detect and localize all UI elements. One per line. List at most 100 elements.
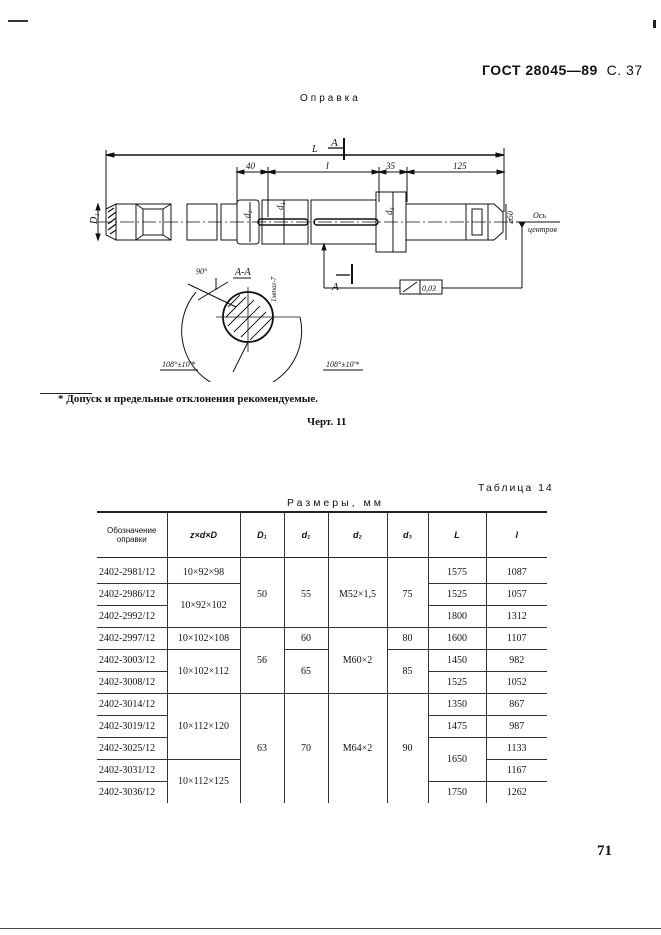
svg-text:A-A: A-A bbox=[234, 267, 251, 278]
table-label: Таблица 14 bbox=[478, 482, 554, 494]
L-cell: 1525 bbox=[427, 671, 486, 694]
table-subtitle: Размеры, мм bbox=[287, 497, 384, 509]
table-row: 2402-2986/12 10×92×102 1525 1057 bbox=[97, 583, 547, 628]
svg-text:125: 125 bbox=[453, 161, 467, 171]
l-cell: 867 bbox=[485, 693, 547, 716]
l-cell: 1167 bbox=[485, 759, 547, 782]
L-cell: 1800 bbox=[427, 605, 486, 628]
l-cell: 1052 bbox=[485, 671, 547, 694]
L-cell: 1525 bbox=[427, 583, 486, 606]
zdD-cell: 10×92×102 bbox=[166, 583, 240, 628]
L-cell: 1575 bbox=[427, 557, 486, 584]
figure-title: Оправка bbox=[300, 93, 361, 104]
page-number: 71 bbox=[597, 843, 612, 859]
svg-text:40: 40 bbox=[246, 161, 256, 171]
d2-cell: M60×2 bbox=[327, 627, 387, 694]
svg-text:l: l bbox=[326, 161, 329, 172]
d1-cell: 60 bbox=[283, 627, 328, 650]
l-cell: 982 bbox=[485, 649, 547, 672]
table-header-row: Обозначение оправки z×d×D D₁ d₁ d₂ d₃ L … bbox=[97, 511, 547, 558]
designation-cell: 2402-2992/12 bbox=[97, 605, 167, 628]
svg-text:⌀50: ⌀50 bbox=[506, 211, 515, 224]
col-zdD: z×d×D bbox=[166, 511, 240, 558]
D1-cell: 50 bbox=[239, 557, 284, 628]
designation-cell: 2402-2997/12 bbox=[97, 627, 167, 650]
svg-text:0,03: 0,03 bbox=[422, 284, 436, 293]
l-cell: 1262 bbox=[485, 781, 547, 803]
svg-text:108°±10'*: 108°±10'* bbox=[326, 360, 359, 369]
table-row: 2402-2997/12 10×102×108 56 60 M60×2 80 1… bbox=[97, 627, 547, 694]
d2-cell: M64×2 bbox=[327, 693, 387, 803]
l-cell: 1312 bbox=[485, 605, 547, 628]
d3-cell: 90 bbox=[386, 693, 428, 803]
d3-cell: 85 bbox=[386, 649, 428, 694]
page-bottom-rule bbox=[0, 928, 661, 929]
col-d2: d₂ bbox=[327, 511, 387, 558]
col-L: L bbox=[427, 511, 486, 558]
dimensions-table: Обозначение оправки z×d×D D₁ d₁ d₂ d₃ L … bbox=[97, 511, 547, 803]
svg-text:D₁: D₁ bbox=[89, 213, 100, 225]
table-row: 2402-3014/12 10×112×120 63 70 M64×2 90 1… bbox=[97, 693, 547, 803]
designation-cell: 2402-3025/12 bbox=[97, 737, 167, 760]
svg-text:90°: 90° bbox=[196, 267, 208, 276]
l-cell: 1133 bbox=[485, 737, 547, 760]
svg-text:d₂: d₂ bbox=[242, 210, 252, 218]
D1-cell: 56 bbox=[239, 627, 284, 694]
L-cell: 1750 bbox=[427, 781, 486, 803]
standard-number: ГОСТ 28045—89 bbox=[482, 62, 598, 78]
l-cell: 1087 bbox=[485, 557, 547, 584]
zdD-cell: 10×102×108 bbox=[166, 627, 240, 650]
designation-cell: 2402-3008/12 bbox=[97, 671, 167, 694]
svg-text:d₁: d₁ bbox=[275, 202, 285, 210]
l-cell: 1057 bbox=[485, 583, 547, 606]
designation-cell: 2402-3019/12 bbox=[97, 715, 167, 738]
l-cell: 1107 bbox=[485, 627, 547, 650]
d3-cell: 75 bbox=[386, 557, 428, 628]
scan-mark bbox=[653, 20, 656, 28]
table-row: 2402-2992/12 1800 1312 bbox=[97, 605, 547, 628]
table-row: 2402-3003/12 10×102×112 65 85 1450 982 bbox=[97, 649, 547, 694]
l-cell: 987 bbox=[485, 715, 547, 738]
table-row: 2402-2981/12 10×92×98 50 55 M52×1,5 75 1… bbox=[97, 557, 547, 628]
col-designation: Обозначение оправки bbox=[97, 511, 167, 558]
svg-text:d₃: d₃ bbox=[384, 207, 394, 215]
mandrel-drawing: A L 40 l 35 125 D₁ d₂ d₁ d₃ ⌀50 О bbox=[89, 137, 560, 382]
svg-text:L: L bbox=[311, 144, 318, 155]
svg-text:1мтаг-7: 1мтаг-7 bbox=[270, 276, 278, 302]
zdD-cell: 10×102×112 bbox=[166, 649, 240, 694]
svg-text:Ось: Ось bbox=[533, 211, 546, 220]
col-d3: d₃ bbox=[386, 511, 428, 558]
table-row: 2402-3008/12 1525 1052 bbox=[97, 671, 547, 694]
table-row: 2402-3036/12 1750 1262 bbox=[97, 781, 547, 803]
col-l: l bbox=[485, 511, 547, 558]
table-row: 2402-3025/12 1650 1133 bbox=[97, 737, 547, 782]
table-row: 2402-3019/12 1475 987 bbox=[97, 715, 547, 738]
zdD-cell: 10×112×120 bbox=[166, 693, 240, 760]
designation-cell: 2402-3031/12 bbox=[97, 759, 167, 782]
designation-cell: 2402-3036/12 bbox=[99, 787, 156, 798]
footnote: * Допуск и предельные отклонения рекомен… bbox=[58, 393, 318, 405]
scan-mark bbox=[8, 20, 28, 22]
L-cell: 1450 bbox=[427, 649, 486, 672]
section-marker-top: A bbox=[330, 137, 338, 149]
designation-cell: 2402-2986/12 bbox=[97, 583, 167, 606]
zdD-cell: 10×112×125 bbox=[166, 759, 240, 803]
d3-cell: 80 bbox=[386, 627, 428, 650]
figure-caption: Черт. 11 bbox=[307, 416, 347, 428]
page-reference: С. 37 bbox=[606, 62, 643, 78]
designation-cell: 2402-2981/12 bbox=[97, 557, 167, 584]
L-cell: 1650 bbox=[427, 737, 486, 782]
svg-text:108°±10'*: 108°±10'* bbox=[162, 360, 195, 369]
d2-cell: M52×1,5 bbox=[327, 557, 387, 628]
svg-text:центров: центров bbox=[528, 225, 557, 234]
col-d1: d₁ bbox=[283, 511, 328, 558]
d1-cell: 70 bbox=[283, 693, 328, 803]
svg-text:35: 35 bbox=[385, 161, 396, 171]
table-row: 2402-3031/12 10×112×125 1167 bbox=[97, 759, 547, 803]
zdD-cell: 10×92×98 bbox=[166, 557, 240, 584]
L-cell: 1475 bbox=[427, 715, 486, 738]
footnote-rule bbox=[40, 393, 92, 394]
d1-cell: 65 bbox=[283, 649, 328, 694]
D1-cell: 63 bbox=[239, 693, 284, 803]
svg-text:A: A bbox=[331, 281, 339, 293]
